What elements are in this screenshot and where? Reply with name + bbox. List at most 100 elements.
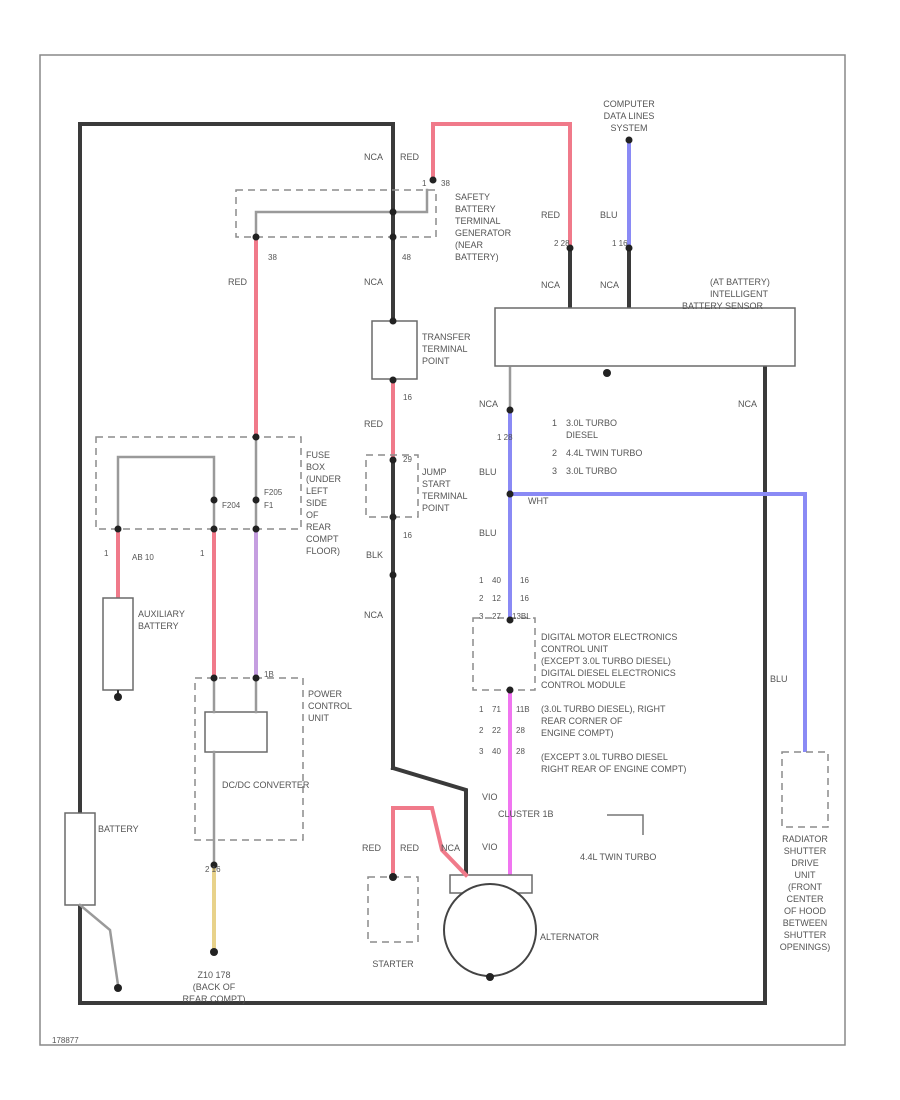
jump-label-2: START: [422, 479, 451, 489]
svg-text:SHUTTER: SHUTTER: [784, 930, 827, 940]
svg-text:40: 40: [492, 747, 501, 756]
pcu-unit-box: [204, 711, 268, 753]
svg-text:OPENINGS): OPENINGS): [780, 942, 831, 952]
pcu-red-pin: 1: [200, 549, 205, 558]
wire-label-vio-2: VIO: [482, 842, 498, 852]
jump-pin-29: 29: [403, 455, 412, 464]
battery-label: BATTERY: [98, 824, 139, 834]
starter-red-wire: [391, 806, 469, 879]
svg-text:(FRONT: (FRONT: [788, 882, 822, 892]
svg-text:22: 22: [492, 726, 501, 735]
svg-text:3: 3: [479, 747, 484, 756]
fuse-f205: F205: [264, 488, 283, 497]
alternator-black-wire: [390, 765, 468, 877]
computer-data-lines-label-1: COMPUTER: [603, 99, 655, 109]
svg-text:3: 3: [479, 612, 484, 621]
svg-text:OF: OF: [306, 510, 319, 520]
wire-label-blu-shutter: BLU: [770, 674, 788, 684]
transfer-label-3: POINT: [422, 356, 450, 366]
wire-label-nca-main: NCA: [364, 277, 383, 287]
transfer-label-1: TRANSFER: [422, 332, 471, 342]
svg-text:BATTERY): BATTERY): [455, 252, 499, 262]
svg-text:SHUTTER: SHUTTER: [784, 846, 827, 856]
sensor-ground-dot: [603, 369, 611, 377]
jump-label-1: JUMP: [422, 467, 447, 477]
safety-pin-38-b: 38: [268, 253, 277, 262]
svg-text:DRIVE: DRIVE: [791, 858, 819, 868]
svg-text:SIDE: SIDE: [306, 498, 327, 508]
computer-data-lines-label-3: SYSTEM: [610, 123, 647, 133]
safety-pin-1: 1: [422, 179, 427, 188]
wire-label-nca-ecu: NCA: [479, 399, 498, 409]
radiator-shutter-blue-wire: [508, 492, 807, 752]
svg-text:CENTER: CENTER: [786, 894, 824, 904]
svg-text:40: 40: [492, 576, 501, 585]
svg-text:4.4L TWIN TURBO: 4.4L TWIN TURBO: [566, 448, 642, 458]
battery-sensor-box: [494, 307, 796, 367]
red-sensor-wire: [431, 122, 572, 250]
ground-pin-label: 2 16: [205, 865, 221, 874]
ecu-pins-bottom: 1 71 11B 2 22 28 3 40 28: [479, 705, 530, 756]
wire-label-red-transfer: RED: [364, 419, 384, 429]
ecu-box: [472, 617, 536, 691]
wire-label-blu-ecu: BLU: [479, 467, 497, 477]
wire-label-nca-alt: NCA: [441, 843, 460, 853]
svg-text:FLOOR): FLOOR): [306, 546, 340, 556]
svg-text:16: 16: [520, 594, 529, 603]
svg-text:2: 2: [479, 726, 484, 735]
battery-box: [64, 812, 96, 906]
sensor-label-1: (AT BATTERY): [710, 277, 770, 287]
svg-text:TERMINAL: TERMINAL: [455, 216, 501, 226]
twin-turbo-bracket: [607, 814, 644, 835]
svg-text:LEFT: LEFT: [306, 486, 329, 496]
svg-text:SAFETY: SAFETY: [455, 192, 490, 202]
svg-text:3: 3: [552, 466, 557, 476]
svg-text:1: 1: [479, 705, 484, 714]
pcu-pin-1b: 1B: [264, 670, 274, 679]
svg-text:GENERATOR: GENERATOR: [455, 228, 512, 238]
safety-terminal-box: [235, 189, 437, 238]
jump-start-box: [365, 454, 419, 518]
wire-label-red-starter-2: RED: [400, 843, 420, 853]
cluster-label: CLUSTER 1B: [498, 809, 554, 819]
fuse-box-label: FUSE BOX (UNDER LEFT SIDE OF REAR COMPT …: [306, 450, 341, 556]
svg-text:BOX: BOX: [306, 462, 325, 472]
aux-battery-label-1: AUXILIARY: [138, 609, 185, 619]
ecu-pins-top: 1 40 16 2 12 16 3 27 13BL: [479, 576, 531, 621]
svg-text:REAR: REAR: [306, 522, 332, 532]
engine-control-label: DIGITAL MOTOR ELECTRONICS CONTROL UNIT (…: [541, 632, 686, 774]
aux-battery-label-2: BATTERY: [138, 621, 179, 631]
jump-label-4: POINT: [422, 503, 450, 513]
jump-pin-16: 16: [403, 531, 412, 540]
wire-label-nca-sensor-2: NCA: [600, 280, 619, 290]
wire-label-nca-sensor-1: NCA: [541, 280, 560, 290]
fuse-internal-left: [116, 455, 216, 531]
dc-dc-converter-label: DC/DC CONVERTER: [222, 780, 310, 790]
pcu-label-3: UNIT: [308, 713, 329, 723]
junction-dots: [114, 136, 633, 869]
safety-terminal-label: SAFETY BATTERY TERMINAL GENERATOR (NEAR …: [455, 192, 512, 262]
svg-text:(UNDER: (UNDER: [306, 474, 341, 484]
safety-pin-48: 48: [402, 253, 411, 262]
twin-turbo-label: 4.4L TWIN TURBO: [580, 852, 656, 862]
jump-label-3: TERMINAL: [422, 491, 468, 501]
wire-label-nca-right: NCA: [738, 399, 757, 409]
pcu-label-2: CONTROL: [308, 701, 352, 711]
svg-text:13BL: 13BL: [512, 612, 531, 621]
transfer-label-2: TERMINAL: [422, 344, 468, 354]
aux-pin: 1: [104, 549, 109, 558]
safety-pin-38: 38: [441, 179, 450, 188]
svg-text:DIESEL: DIESEL: [566, 430, 598, 440]
svg-text:CONTROL MODULE: CONTROL MODULE: [541, 680, 626, 690]
svg-text:1: 1: [552, 418, 557, 428]
svg-text:71: 71: [492, 705, 501, 714]
wire-label-red-starter-1: RED: [362, 843, 382, 853]
wire-label-vio-1: VIO: [482, 792, 498, 802]
svg-text:2: 2: [479, 594, 484, 603]
svg-text:12: 12: [492, 594, 501, 603]
ground-label-2: (BACK OF: [193, 982, 236, 992]
svg-text:REAR CORNER OF: REAR CORNER OF: [541, 716, 623, 726]
svg-text:(NEAR: (NEAR: [455, 240, 484, 250]
svg-text:27: 27: [492, 612, 501, 621]
